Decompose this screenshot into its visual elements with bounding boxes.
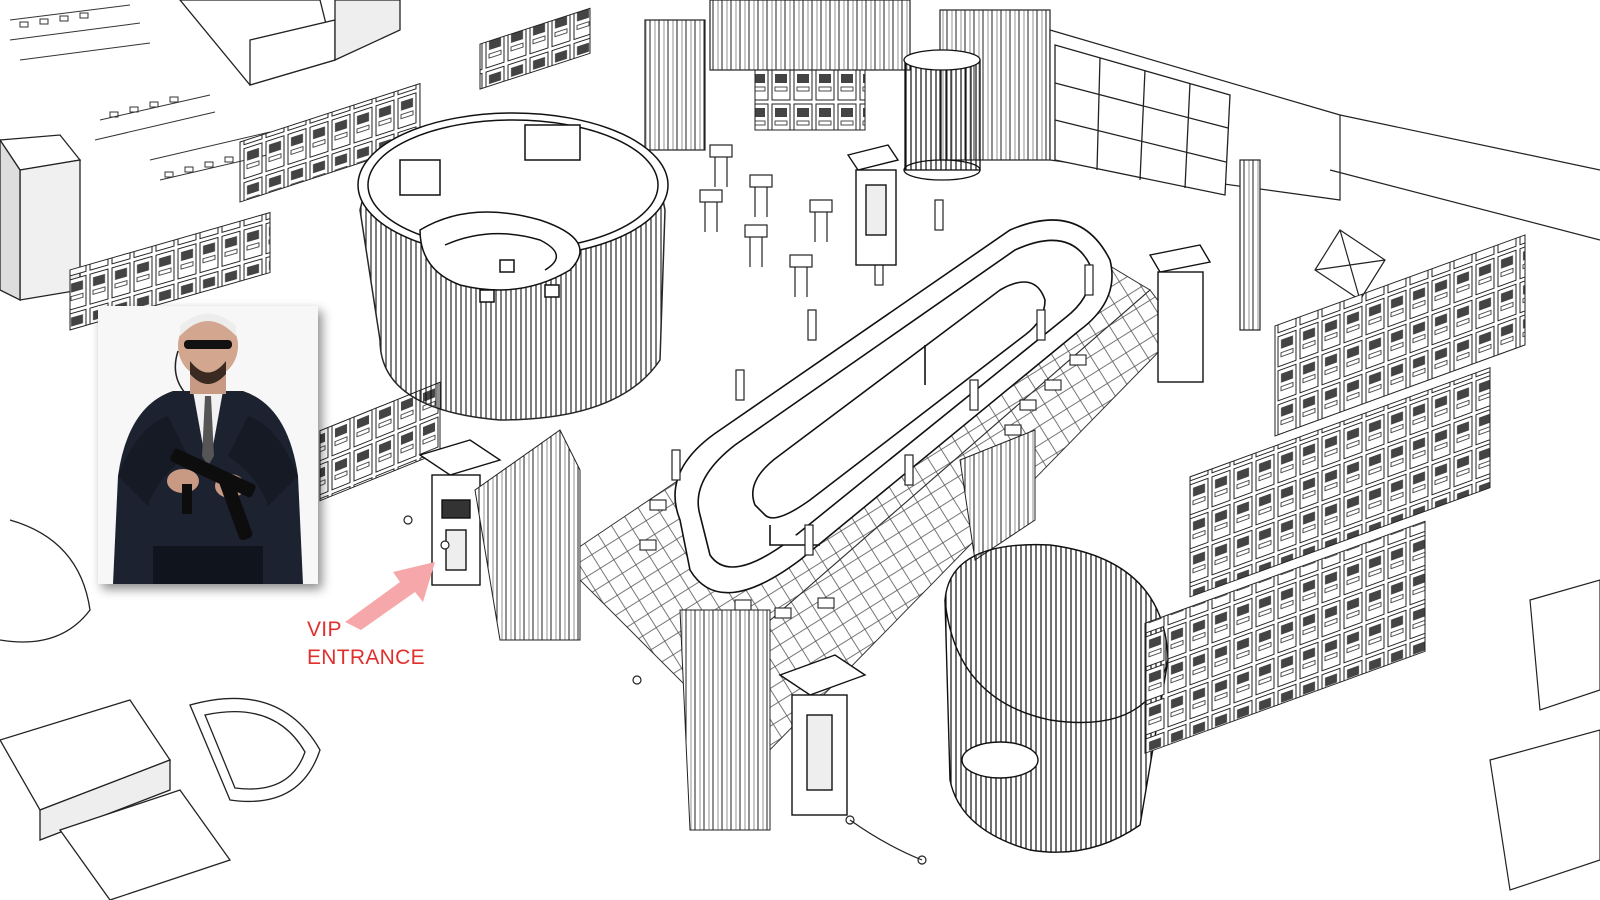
slot-bank-left-3 [319,381,441,502]
rope-stanchions [403,515,927,865]
bar-stools [639,354,1087,619]
column-right [1148,244,1212,383]
slot-cluster-right-3 [1144,520,1426,754]
vip-entrance-arrow-icon [345,562,435,630]
slot-cluster-right-1 [1274,234,1526,437]
vip-entrance-label: VIP ENTRANCE [307,616,425,672]
slot-cluster-right-2 [1189,367,1491,598]
slot-bank-left-2 [69,211,271,331]
column-center-back [846,144,900,266]
slot-bank-back [754,69,866,131]
slot-bank-top [479,7,591,90]
back-curtain-wall [644,0,1341,201]
left-pedestal [0,134,82,302]
round-lounge-cage [357,112,669,421]
edge-tables-bottom-right [1489,579,1600,891]
slot-bank-left-1 [239,82,421,203]
mesh-cylinder-front [944,543,1169,853]
right-back-structure [1239,114,1600,331]
column-front [778,654,867,816]
light-poles [671,199,1094,556]
top-left-building [179,0,401,86]
video-wall [1054,44,1231,196]
gaming-tables-bottom-left [0,519,321,900]
bar-tables [699,144,833,297]
mesh-cylinder-top [903,49,981,181]
central-oval-bar [674,219,1113,594]
security-guard-photo [98,306,318,584]
entrance-curtains [474,429,1036,831]
column-vip-entrance [418,439,502,586]
vip-entrance-line-1: VIP [307,618,342,641]
vip-entrance-line-2: ENTRANCE [307,646,425,669]
floor-markings-top-left [9,4,281,181]
